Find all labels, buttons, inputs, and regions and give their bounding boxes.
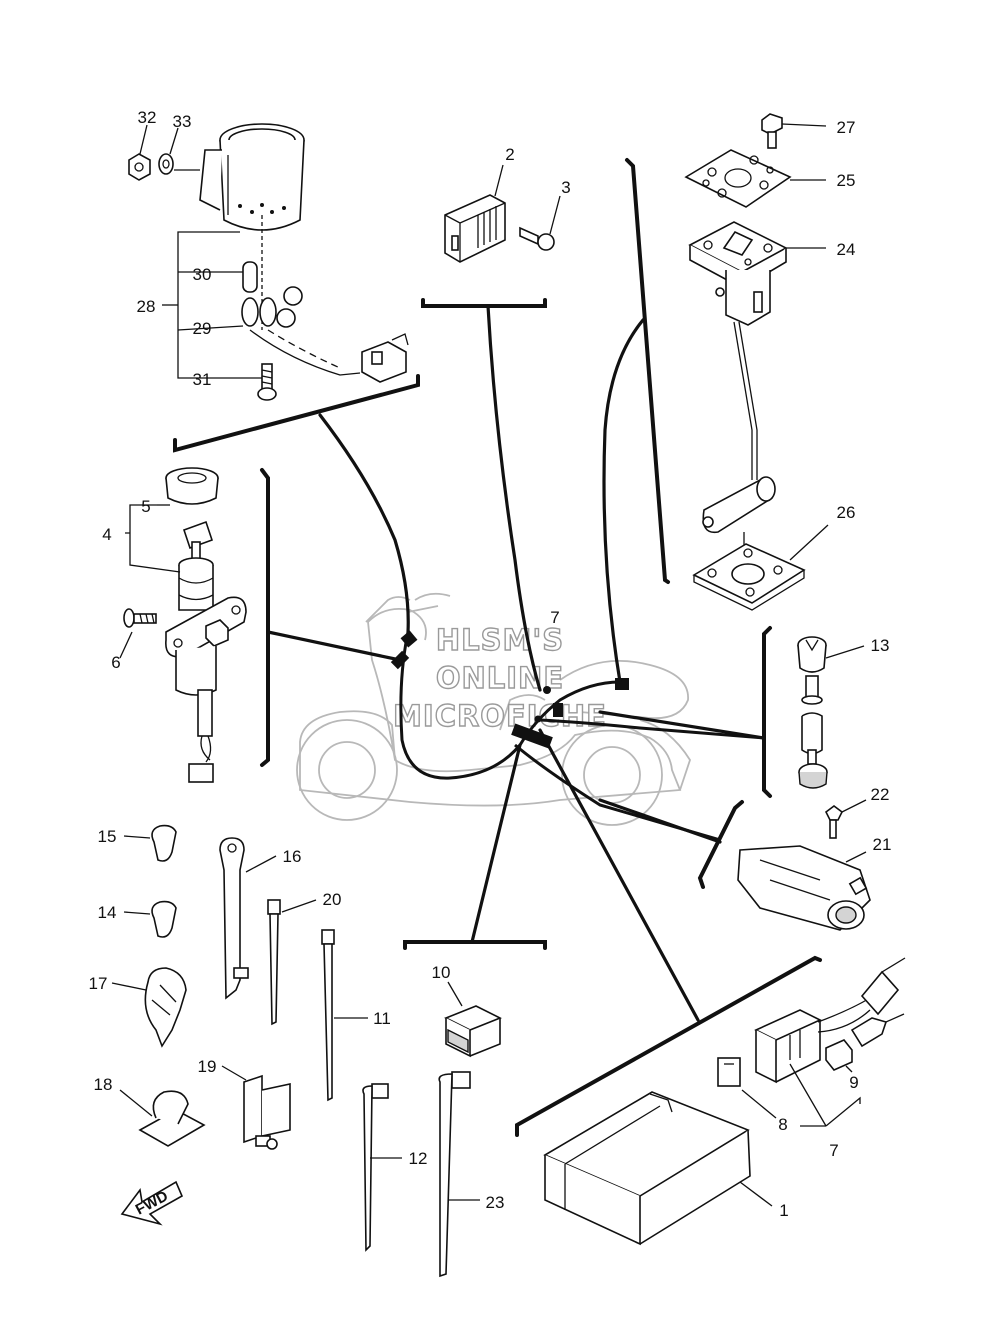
meter-assembly (162, 123, 409, 401)
callout-11: 11 (373, 1009, 391, 1028)
callout-9: 9 (849, 1073, 858, 1092)
callout-20: 20 (323, 890, 342, 909)
callout-13: 13 (871, 636, 890, 655)
clips-and-clamps (111, 824, 291, 1150)
watermark: HLSM'S ONLINE MICROFICHE (392, 622, 607, 733)
callout-17: 17 (89, 974, 108, 993)
callout-10: 10 (432, 963, 451, 982)
callout-12: 12 (409, 1149, 428, 1168)
callout-7-top: 7 (550, 608, 559, 627)
watermark-line-2: ONLINE (436, 661, 564, 695)
starter-relay-part (737, 799, 871, 931)
callout-14: 14 (98, 903, 117, 922)
cable-ties-and-bands (219, 837, 480, 1278)
callout-5: 5 (141, 497, 150, 516)
callout-26: 26 (837, 503, 856, 522)
fuel-unit-part (797, 636, 865, 789)
callout-2: 2 (505, 145, 514, 164)
callout-18: 18 (94, 1075, 113, 1094)
callout-33: 33 (173, 112, 192, 131)
callout-29: 29 (193, 319, 212, 338)
flasher-relay-part (444, 981, 502, 1058)
forward-direction-indicator: FWD (120, 1180, 184, 1226)
callout-3: 3 (561, 178, 570, 197)
callout-32: 32 (138, 108, 157, 127)
callout-27: 27 (837, 118, 856, 137)
fuel-sender-part (684, 113, 829, 611)
callout-25: 25 (837, 171, 856, 190)
callout-21: 21 (873, 835, 892, 854)
callout-6: 6 (111, 653, 120, 672)
callout-15: 15 (98, 827, 117, 846)
callout-labels: 32 33 2 3 27 25 24 30 28 29 31 5 26 4 7 … (89, 108, 892, 1220)
relay-part (444, 164, 561, 263)
callout-24: 24 (837, 240, 856, 259)
callout-8: 8 (778, 1115, 787, 1134)
leader-lines (173, 158, 822, 1137)
connector-parts (717, 957, 906, 1127)
watermark-line-1: HLSM'S (436, 623, 564, 657)
callout-28: 28 (137, 297, 156, 316)
callout-23: 23 (486, 1193, 505, 1212)
ecu-part (543, 1091, 773, 1246)
wire-harness-routing (390, 630, 766, 842)
main-switch-part (119, 467, 247, 783)
callout-22: 22 (871, 785, 890, 804)
callout-31: 31 (193, 370, 212, 389)
watermark-line-3: MICROFICHE (393, 699, 607, 733)
callout-30: 30 (193, 265, 212, 284)
callout-7-bottom: 7 (829, 1141, 838, 1160)
callout-1: 1 (779, 1201, 788, 1220)
callout-19: 19 (198, 1057, 217, 1076)
nut-and-washer (128, 124, 200, 181)
callout-16: 16 (283, 847, 302, 866)
callout-4: 4 (102, 525, 111, 544)
